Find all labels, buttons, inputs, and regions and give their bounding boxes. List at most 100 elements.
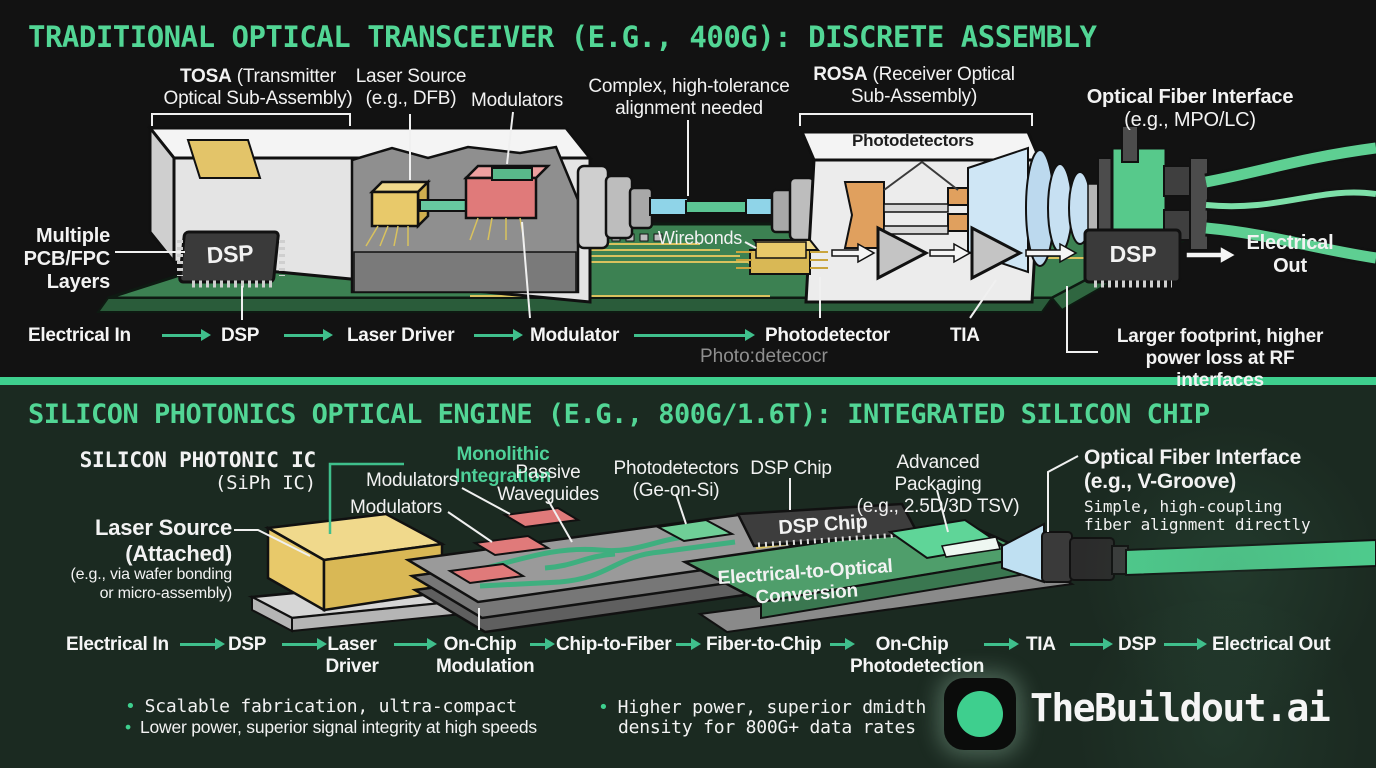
bullet-higher-power-line2: density for 800G+ data rates <box>618 717 916 738</box>
flow-line2: Modulation <box>436 655 535 677</box>
laser-source-line1: Laser Source <box>355 66 467 87</box>
passive-waveguides-line2: Waveguides <box>497 484 599 506</box>
v-groove-line4: fiber alignment directly <box>1084 515 1311 535</box>
brand-logo-circle-icon <box>957 691 1003 737</box>
top-leader-lines <box>115 111 1098 353</box>
tia-triangle <box>970 225 1024 281</box>
bullet-higher-power: Higher power, superior dmidth <box>598 697 927 719</box>
laser-cube <box>368 178 432 230</box>
wirebond-component <box>736 239 828 275</box>
rosa-label-rest: (Receiver Optical <box>867 64 1015 85</box>
pcb-layers-line3: Layers <box>46 271 110 294</box>
flow-bot-chip-to-fiber: Chip-to-Fiber <box>556 634 672 655</box>
siph-ic-line2: (SiPh IC) <box>214 472 316 495</box>
electrical-out-line1: Electrical <box>1246 232 1334 254</box>
siph-ic-line1: SILICON PHOTONIC IC <box>79 448 317 472</box>
pcb-layers-label: Multiple PCB/FPC Layers <box>8 225 111 295</box>
flow-top-electrical-in: Electrical In <box>28 325 131 346</box>
flow-line2: Driver <box>325 655 379 677</box>
rosa-label-line2: Sub-Assembly) <box>850 86 978 108</box>
flow-arrow <box>474 329 523 341</box>
flow-arrow <box>634 329 755 341</box>
siph-ic-label: SILICON PHOTONIC IC (SiPh IC) <box>70 448 317 495</box>
dsp-chip-right-label: DSP <box>1109 241 1157 267</box>
passive-waveguides-label: Passive Waveguides <box>488 462 608 506</box>
flow-bot-tia: TIA <box>1026 634 1056 655</box>
modulator-b <box>472 534 551 557</box>
advanced-packaging-line1: Advanced Packaging <box>894 452 982 496</box>
dsp-chip-left-label: DSP <box>205 239 254 269</box>
photodetectors-bottom-line1: Photodetectors <box>613 458 739 479</box>
flow-top-tia: TIA <box>950 325 980 346</box>
brand-logo <box>944 678 1016 750</box>
footprint-note: Larger footprint, higher power loss at R… <box>1100 326 1340 392</box>
laser-attached-line2: (Attached) <box>125 540 232 566</box>
laser-source-label-bottom: Laser Source (Attached) (e.g., via wafer… <box>0 515 232 603</box>
modulator-block <box>462 164 552 220</box>
flow-bot-electrical-out: Electrical Out <box>1212 634 1331 655</box>
waveguide-link <box>419 199 467 212</box>
v-groove-line2: (e.g., V-Groove) <box>1084 470 1236 494</box>
bottom-title: SILICON PHOTONICS OPTICAL ENGINE (E.G., … <box>28 399 1210 430</box>
advanced-packaging-label: Advanced Packaging (e.g., 2.5D/3D TSV) <box>852 452 1024 518</box>
flow-bot-onchip-photodetection: On-Chip Photodetection <box>850 634 985 678</box>
fiber-interface-label-top: Optical Fiber Interface (e.g., MPO/LC) <box>1076 86 1304 132</box>
fiber-interface-label-bottom: Optical Fiber Interface (e.g., V-Groove)… <box>1084 446 1334 535</box>
flow-arrow <box>830 638 855 650</box>
section-divider-bar <box>0 377 1376 385</box>
advanced-packaging-line2: (e.g., 2.5D/3D TSV) <box>856 496 1020 518</box>
flow-arrow <box>984 638 1019 650</box>
flow-top-photodetector: Photodetector <box>765 325 890 346</box>
pcb-layers-line2: PCB/FPC <box>23 248 111 271</box>
laser-source-line2: (e.g., DFB) <box>365 88 457 110</box>
flow-arrow <box>530 638 555 650</box>
flow-line1: Laser <box>327 634 377 655</box>
footprint-note-line1: Larger footprint, higher <box>1116 326 1324 347</box>
flow-bot-dsp1: DSP <box>228 634 267 655</box>
alignment-note: Complex, high-tolerance alignment needed <box>583 76 795 120</box>
flow-bot-laser-driver: Laser Driver <box>320 634 384 678</box>
flow-arrow <box>180 638 225 650</box>
modulators-label-b: Modulators <box>350 497 442 518</box>
siph-chip <box>404 506 821 634</box>
ge-photodetector <box>654 518 736 543</box>
flow-top-modulator: Modulator <box>530 325 620 346</box>
photodetectors-label-top: Photodetectors <box>852 131 974 150</box>
electrical-out-line2: Out <box>1273 255 1307 278</box>
brand-name: TheBuildout.ai <box>1030 686 1331 730</box>
bullet-scalable: Scalable fabrication, ultra-compact <box>125 696 517 718</box>
photodetectors-bottom-line2: (Ge-on-Si) <box>632 480 720 502</box>
tosa-label-rest: (Transmitter <box>231 66 336 87</box>
ghost-artifact-text: Photo:detecocr <box>700 346 828 367</box>
tosa-label: TOSA (Transmitter Optical Sub-Assembly) <box>148 66 368 110</box>
v-groove-line3: Simple, high-coupling <box>1084 496 1283 516</box>
modulator-a <box>502 506 581 529</box>
flow-arrow <box>282 638 327 650</box>
fiber-cables <box>1204 139 1376 267</box>
laser-attached-line3: (e.g., via wafer bonding <box>70 566 232 584</box>
modulators-label-a: Modulators <box>366 470 458 491</box>
pcb-layers-line1: Multiple <box>36 225 110 247</box>
output-fiber <box>1125 538 1376 577</box>
photodetectors-label-bottom: Photodetectors (Ge-on-Si) <box>608 458 744 502</box>
fiber-interface-line2: (e.g., MPO/LC) <box>1124 109 1256 132</box>
modulator-c <box>447 562 526 585</box>
amplifier-triangle <box>876 225 930 281</box>
laser-source-label: Laser Source (e.g., DFB) <box>350 66 472 110</box>
fiber-interface-line1: Optical Fiber Interface <box>1086 86 1294 108</box>
dsp-chip-right <box>1083 228 1182 288</box>
flow-line1: On-Chip <box>875 634 949 655</box>
flow-arrow <box>1070 638 1113 650</box>
dsp-chip-floating-label: DSP Chip <box>750 458 832 479</box>
flow-line2: Photodetection <box>850 655 985 677</box>
flow-top-dsp: DSP <box>221 325 260 346</box>
flow-top-laser-driver: Laser Driver <box>347 325 455 346</box>
top-title: TRADITIONAL OPTICAL TRANSCEIVER (E.G., 4… <box>28 20 1097 54</box>
flow-arrow <box>1164 638 1207 650</box>
flow-line1: On-Chip <box>443 634 517 655</box>
laser-attached-line1: Laser Source <box>94 515 232 540</box>
alignment-line1: Complex, high-tolerance <box>588 76 790 97</box>
modulators-label: Modulators <box>471 90 563 111</box>
